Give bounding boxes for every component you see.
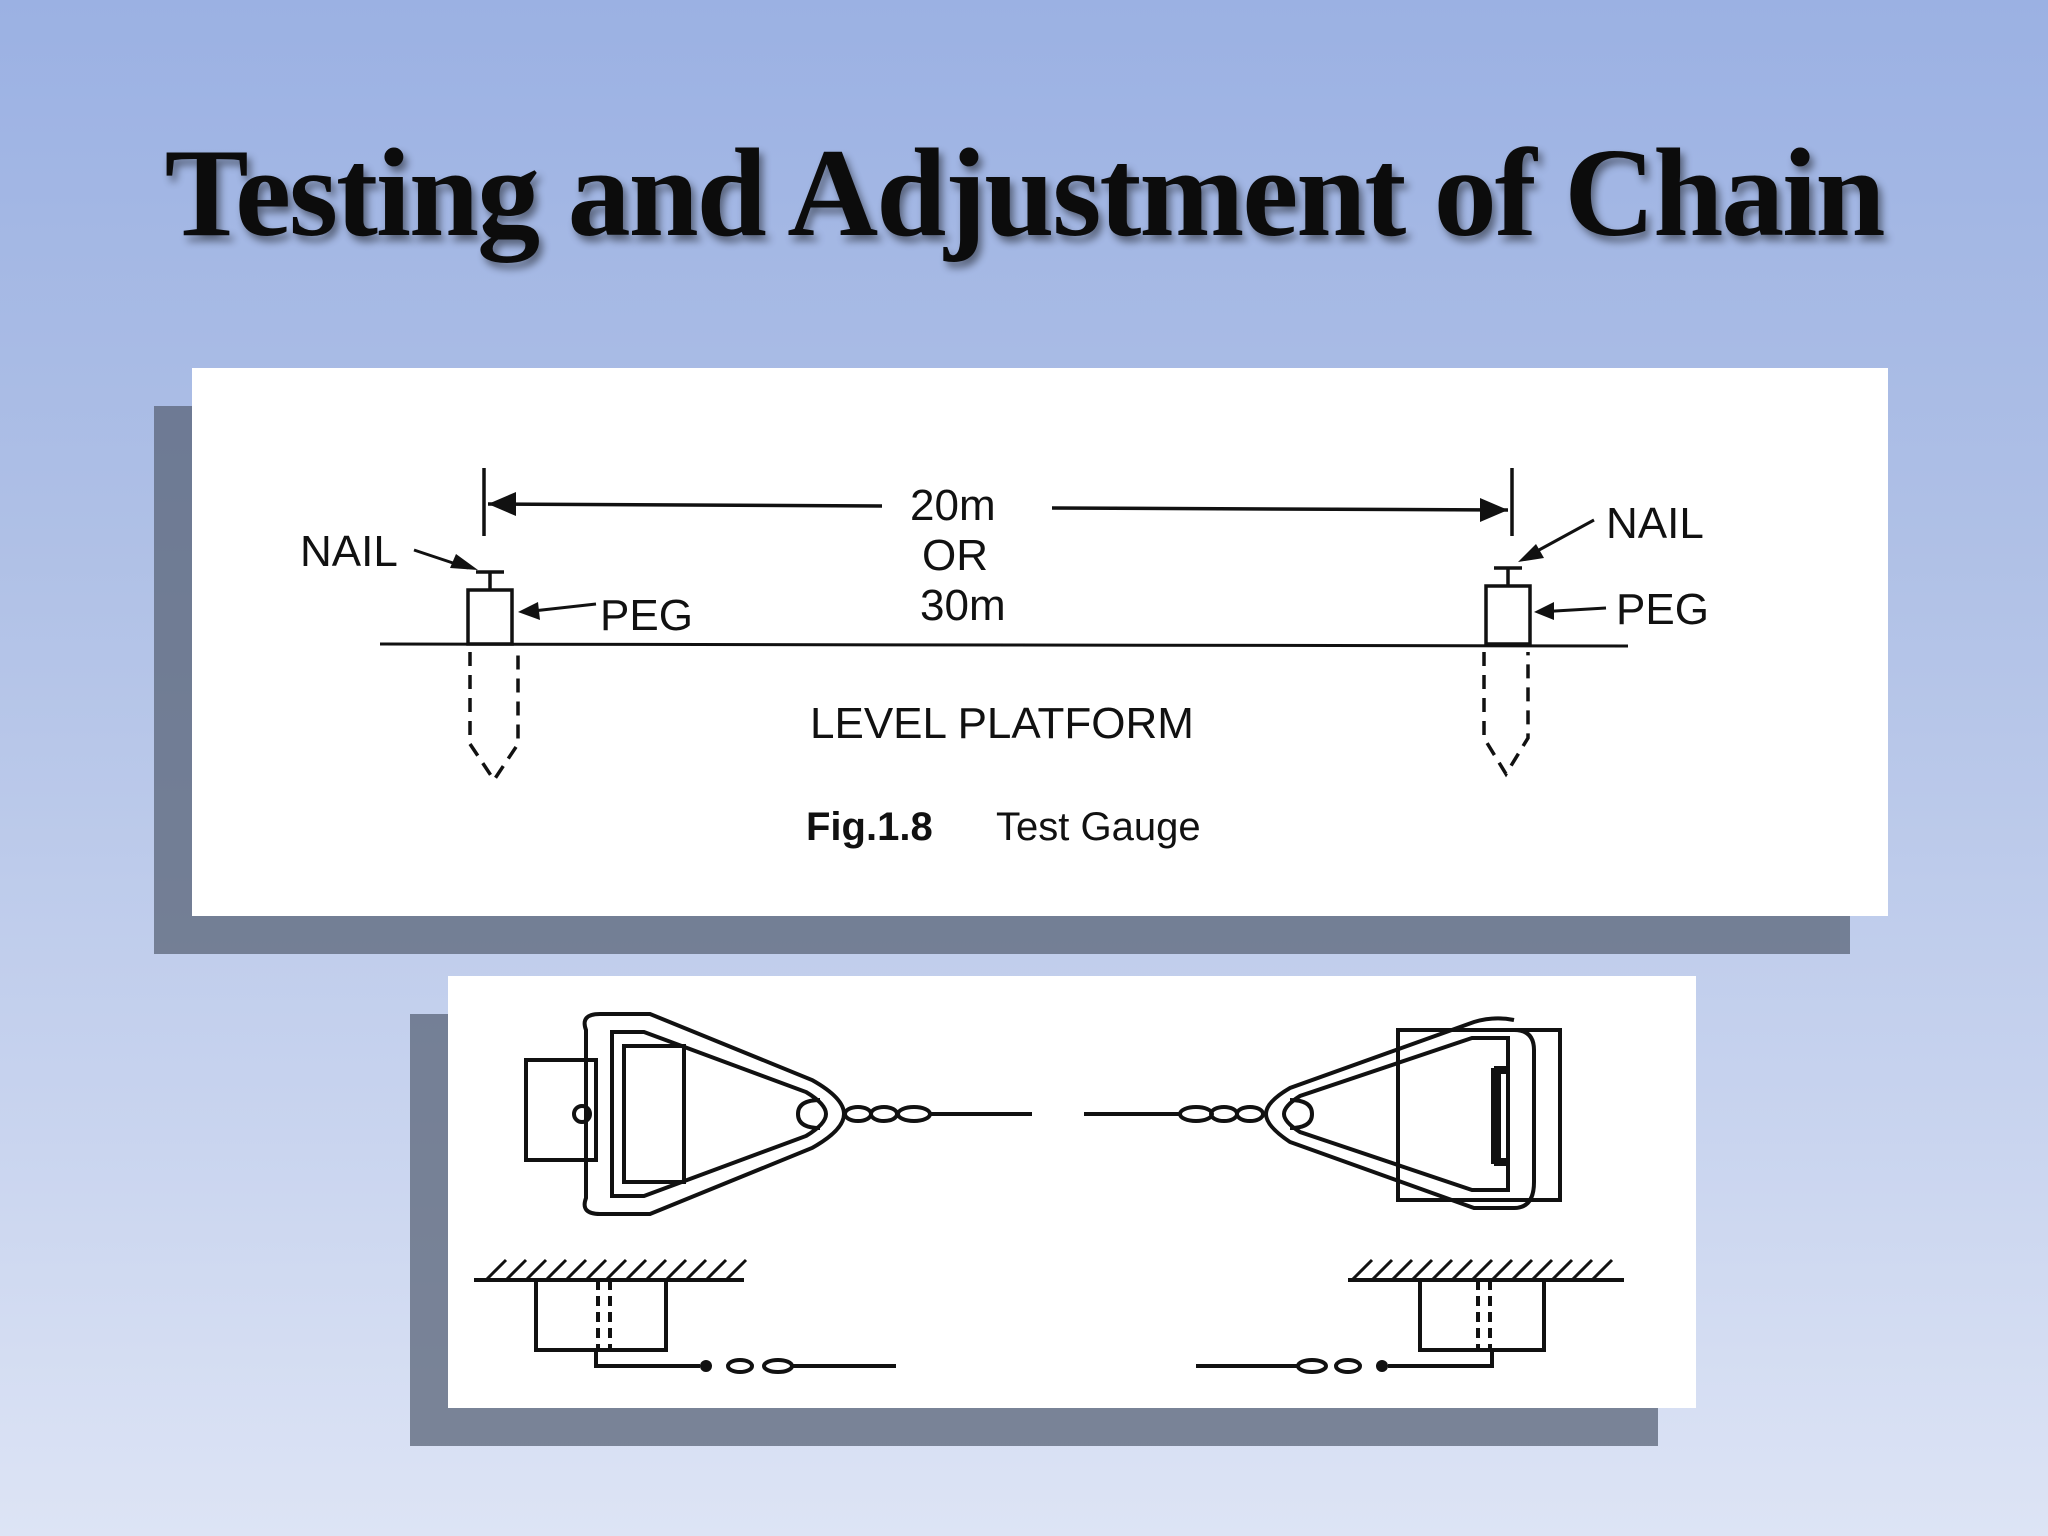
left-side-rivet [700, 1360, 712, 1372]
chain-handles-diagram [474, 1012, 1624, 1374]
test-gauge-figure: NAIL PEG NAIL PEG 20m OR 30m LEVEL PLATF… [192, 368, 1888, 916]
test-gauge-diagram: NAIL PEG NAIL PEG 20m OR 30m LEVEL PLATF… [300, 468, 1709, 849]
dimension-line-right [1051, 506, 1509, 512]
left-hatching [484, 1258, 748, 1282]
figure-number: Fig.1.8 [806, 805, 933, 849]
distance-20m-label: 20m [910, 481, 996, 530]
left-nail-arrow [450, 554, 478, 570]
left-chain-top [843, 1105, 1032, 1123]
distance-30m-label: 30m [920, 581, 1006, 630]
ground-line [379, 642, 1629, 648]
right-handle-top-view [1263, 1016, 1562, 1210]
right-nail-arrow [1518, 544, 1544, 562]
left-peg-arrow [518, 602, 540, 620]
left-handle-side-view [474, 1278, 896, 1374]
dimension-line-left [487, 502, 883, 508]
left-nail-label: NAIL [300, 527, 398, 576]
distance-or-label: OR [922, 531, 988, 580]
right-handle-side-view [1196, 1278, 1624, 1374]
chain-handles-figure [448, 976, 1696, 1408]
left-peg-buried [468, 652, 520, 784]
right-peg-arrow [1534, 602, 1554, 620]
left-peg-label: PEG [600, 591, 693, 640]
left-handle-top-view [524, 1012, 847, 1216]
figure-caption: Test Gauge [996, 805, 1201, 849]
left-peg [466, 588, 514, 646]
dimension-arrow-left [488, 492, 516, 516]
right-hatching [1350, 1258, 1614, 1282]
slide-title: Testing and Adjustment of Chain [164, 124, 1886, 263]
right-chain-top [1084, 1105, 1265, 1123]
dimension-arrow-right [1480, 498, 1508, 522]
right-peg-buried [1482, 652, 1530, 778]
right-peg-label: PEG [1616, 585, 1709, 634]
right-peg [1484, 584, 1532, 646]
right-side-rivet [1376, 1360, 1388, 1372]
level-platform-label: LEVEL PLATFORM [810, 699, 1194, 748]
right-nail-label: NAIL [1606, 499, 1704, 548]
